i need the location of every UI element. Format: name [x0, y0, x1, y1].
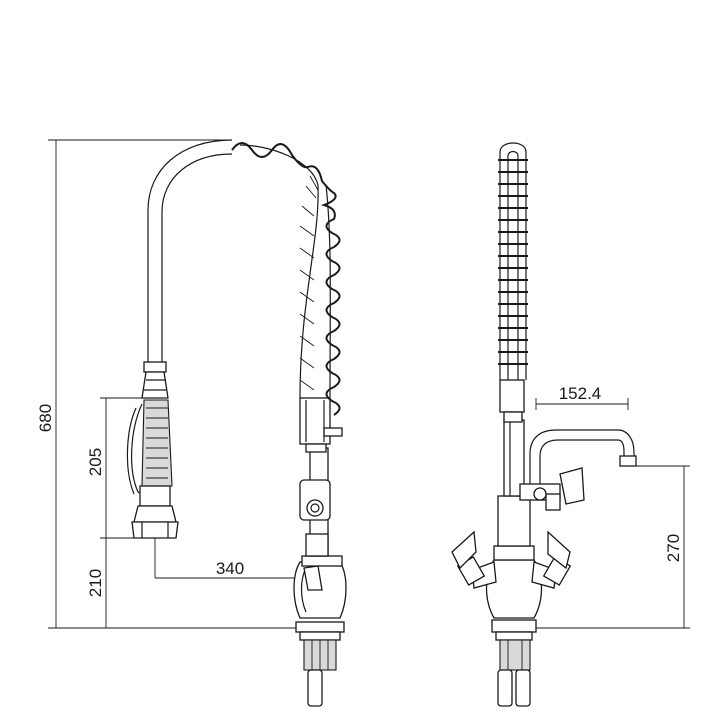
overall-height-label: 680: [36, 404, 55, 432]
dimension-lines-right: [520, 398, 690, 629]
spout-height-label: 270: [664, 534, 683, 562]
spring-coil-left: [231, 142, 341, 416]
tail-connector-right: [491, 619, 537, 707]
riser-right: [497, 419, 531, 547]
handle-height-label: 205: [86, 448, 105, 476]
side-view: 680 205 210 340: [36, 139, 347, 707]
riser-left: [299, 447, 331, 557]
tail-connector-left: [295, 621, 345, 707]
front-view: 152.4 270: [451, 142, 690, 707]
spout-reach-label: 152.4: [559, 384, 602, 403]
dimension-lines-left: [48, 139, 305, 629]
faucet-body-right: [451, 530, 572, 619]
bracket-left: [299, 397, 343, 453]
reach-label: 340: [216, 559, 244, 578]
spray-head-left: [126, 361, 179, 539]
faucet-body-left: [293, 555, 347, 619]
base-to-handle-label: 210: [86, 569, 105, 597]
spring-coil-right: [498, 142, 528, 423]
secondary-spout: [519, 429, 637, 511]
hose-left: [147, 139, 233, 362]
